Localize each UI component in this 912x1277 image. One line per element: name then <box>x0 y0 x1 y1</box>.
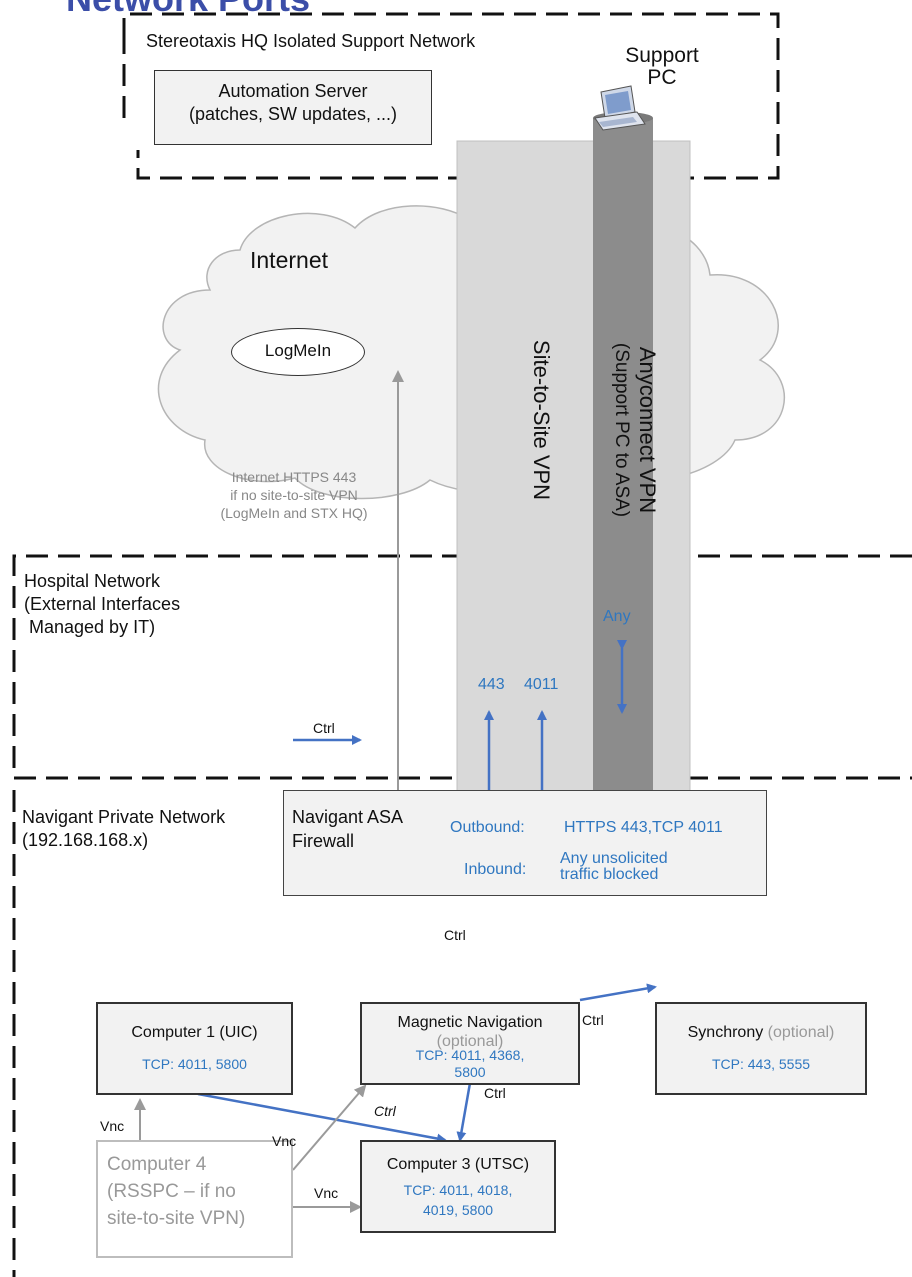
support-pc-line2: PC <box>647 66 677 89</box>
outbound-label: Outbound: <box>450 819 525 836</box>
logmein-node: LogMeIn <box>231 328 365 376</box>
anyconnect-line2: (Support PC to ASA) <box>611 342 632 518</box>
computer4-line3: site-to-site VPN) <box>107 1208 246 1229</box>
ctrl-c1-c3-label: Ctrl <box>374 1103 396 1119</box>
magnetic-navigation-node: Magnetic Navigation (optional) TCP: 4011… <box>360 1002 580 1085</box>
outbound-value: HTTPS 443,TCP 4011 <box>564 819 723 836</box>
ctrl-mag-sync-arrow <box>579 983 657 1002</box>
computer4-node: Computer 4 (RSSPC – if no site-to-site V… <box>96 1140 293 1258</box>
ctrl-mag-c3-arrow <box>456 1082 472 1142</box>
internet-label: Internet <box>250 247 328 273</box>
inbound-value-line1: Any unsolicited <box>560 850 668 867</box>
port-443-label: 443 <box>478 676 505 693</box>
vnc-c3-label: Vnc <box>314 1185 339 1201</box>
vnc-mag-arrow <box>292 1084 367 1171</box>
vnc-mag-label: Vnc <box>272 1133 297 1149</box>
navigant-zone-label: Navigant Private Network (192.168.168.x) <box>22 807 226 850</box>
automation-server-title: Automation Server <box>218 81 368 101</box>
hq-zone-border <box>122 12 780 180</box>
ctrl-c1-mag-label: Ctrl <box>313 720 335 736</box>
inbound-value-line2: traffic blocked <box>560 866 659 883</box>
internet-note-line3: (LogMeIn and STX HQ) <box>220 505 368 521</box>
synchrony-node: Synchrony (optional) TCP: 443, 5555 <box>655 1002 867 1095</box>
vnc-c1-label: Vnc <box>100 1118 125 1134</box>
inbound-value: Any unsolicited traffic blocked <box>560 851 668 883</box>
synchrony-ports: TCP: 443, 5555 <box>711 1056 811 1072</box>
computer3-ports: TCP: 4011, 4018, 4019, 5800 <box>362 1180 554 1220</box>
asa-name: Navigant ASA Firewall <box>292 805 403 853</box>
computer3-node: Computer 3 (UTSC) TCP: 4011, 4018, 4019,… <box>360 1140 556 1233</box>
computer3-title: Computer 3 (UTSC) <box>386 1156 530 1173</box>
synchrony-optional: (optional) <box>767 1024 835 1041</box>
computer3-ports-line1: TCP: 4011, 4018, <box>403 1182 513 1198</box>
synchrony-name: Synchrony <box>687 1024 764 1041</box>
mag-nav-ports-line2: 5800 <box>454 1064 486 1080</box>
synchrony-title: Synchrony (optional) <box>657 1024 865 1042</box>
ctrl-top-label: Ctrl <box>444 927 466 943</box>
port-4011-label: 4011 <box>524 676 559 693</box>
hospital-zone-label: Hospital Network (External Interfaces Ma… <box>24 571 181 637</box>
ctrl-c1-c3-arrow <box>197 1092 447 1144</box>
support-pc-label: Support PC <box>612 45 712 89</box>
computer1-title: Computer 1 (UIC) <box>131 1024 258 1041</box>
mag-nav-ports-line1: TCP: 4011, 4368, <box>415 1047 525 1063</box>
inbound-label: Inbound: <box>464 861 527 878</box>
page-title: Network Ports <box>66 0 310 20</box>
anyconnect-label: Anyconnect VPN (Support PC to ASA) <box>600 310 660 550</box>
ctrl-mag-c3-label: Ctrl <box>484 1085 506 1101</box>
computer4-text: Computer 4 (RSSPC – if no site-to-site V… <box>107 1151 291 1232</box>
mag-nav-optional: (optional) <box>436 1033 504 1050</box>
mag-nav-ports: TCP: 4011, 4368, 5800 <box>362 1047 578 1081</box>
computer1-ports: TCP: 4011, 5800 <box>142 1056 247 1072</box>
site-to-site-label: Site-to-Site VPN <box>529 339 554 501</box>
internet-note-line2: if no site-to-site VPN <box>230 487 358 503</box>
internet-https-note: Internet HTTPS 443 if no site-to-site VP… <box>195 468 393 522</box>
internet-note-line1: Internet HTTPS 443 <box>231 469 357 485</box>
computer4-line1: Computer 4 <box>107 1154 207 1175</box>
anyconnect-line1: Anyconnect VPN <box>635 346 660 514</box>
asa-name-line1: Navigant ASA <box>292 807 404 827</box>
asa-firewall-node: Navigant ASA Firewall Outbound: HTTPS 44… <box>283 790 767 896</box>
computer3-ports-line2: 4019, 5800 <box>422 1202 494 1218</box>
port-any-label: Any <box>603 608 631 625</box>
computer4-line2: (RSSPC – if no <box>107 1181 236 1202</box>
automation-server-subtitle: (patches, SW updates, ...) <box>188 104 398 124</box>
asa-name-line2: Firewall <box>292 831 355 851</box>
ctrl-mag-sync-label: Ctrl <box>582 1012 604 1028</box>
computer1-node: Computer 1 (UIC) TCP: 4011, 5800 <box>96 1002 293 1095</box>
support-pc-line1: Support <box>625 44 699 67</box>
computer-icon <box>594 85 646 131</box>
mag-nav-title: Magnetic Navigation <box>397 1014 543 1031</box>
hq-zone-label: Stereotaxis HQ Isolated Support Network <box>146 31 476 51</box>
automation-server-node: Automation Server (patches, SW updates, … <box>154 70 432 145</box>
